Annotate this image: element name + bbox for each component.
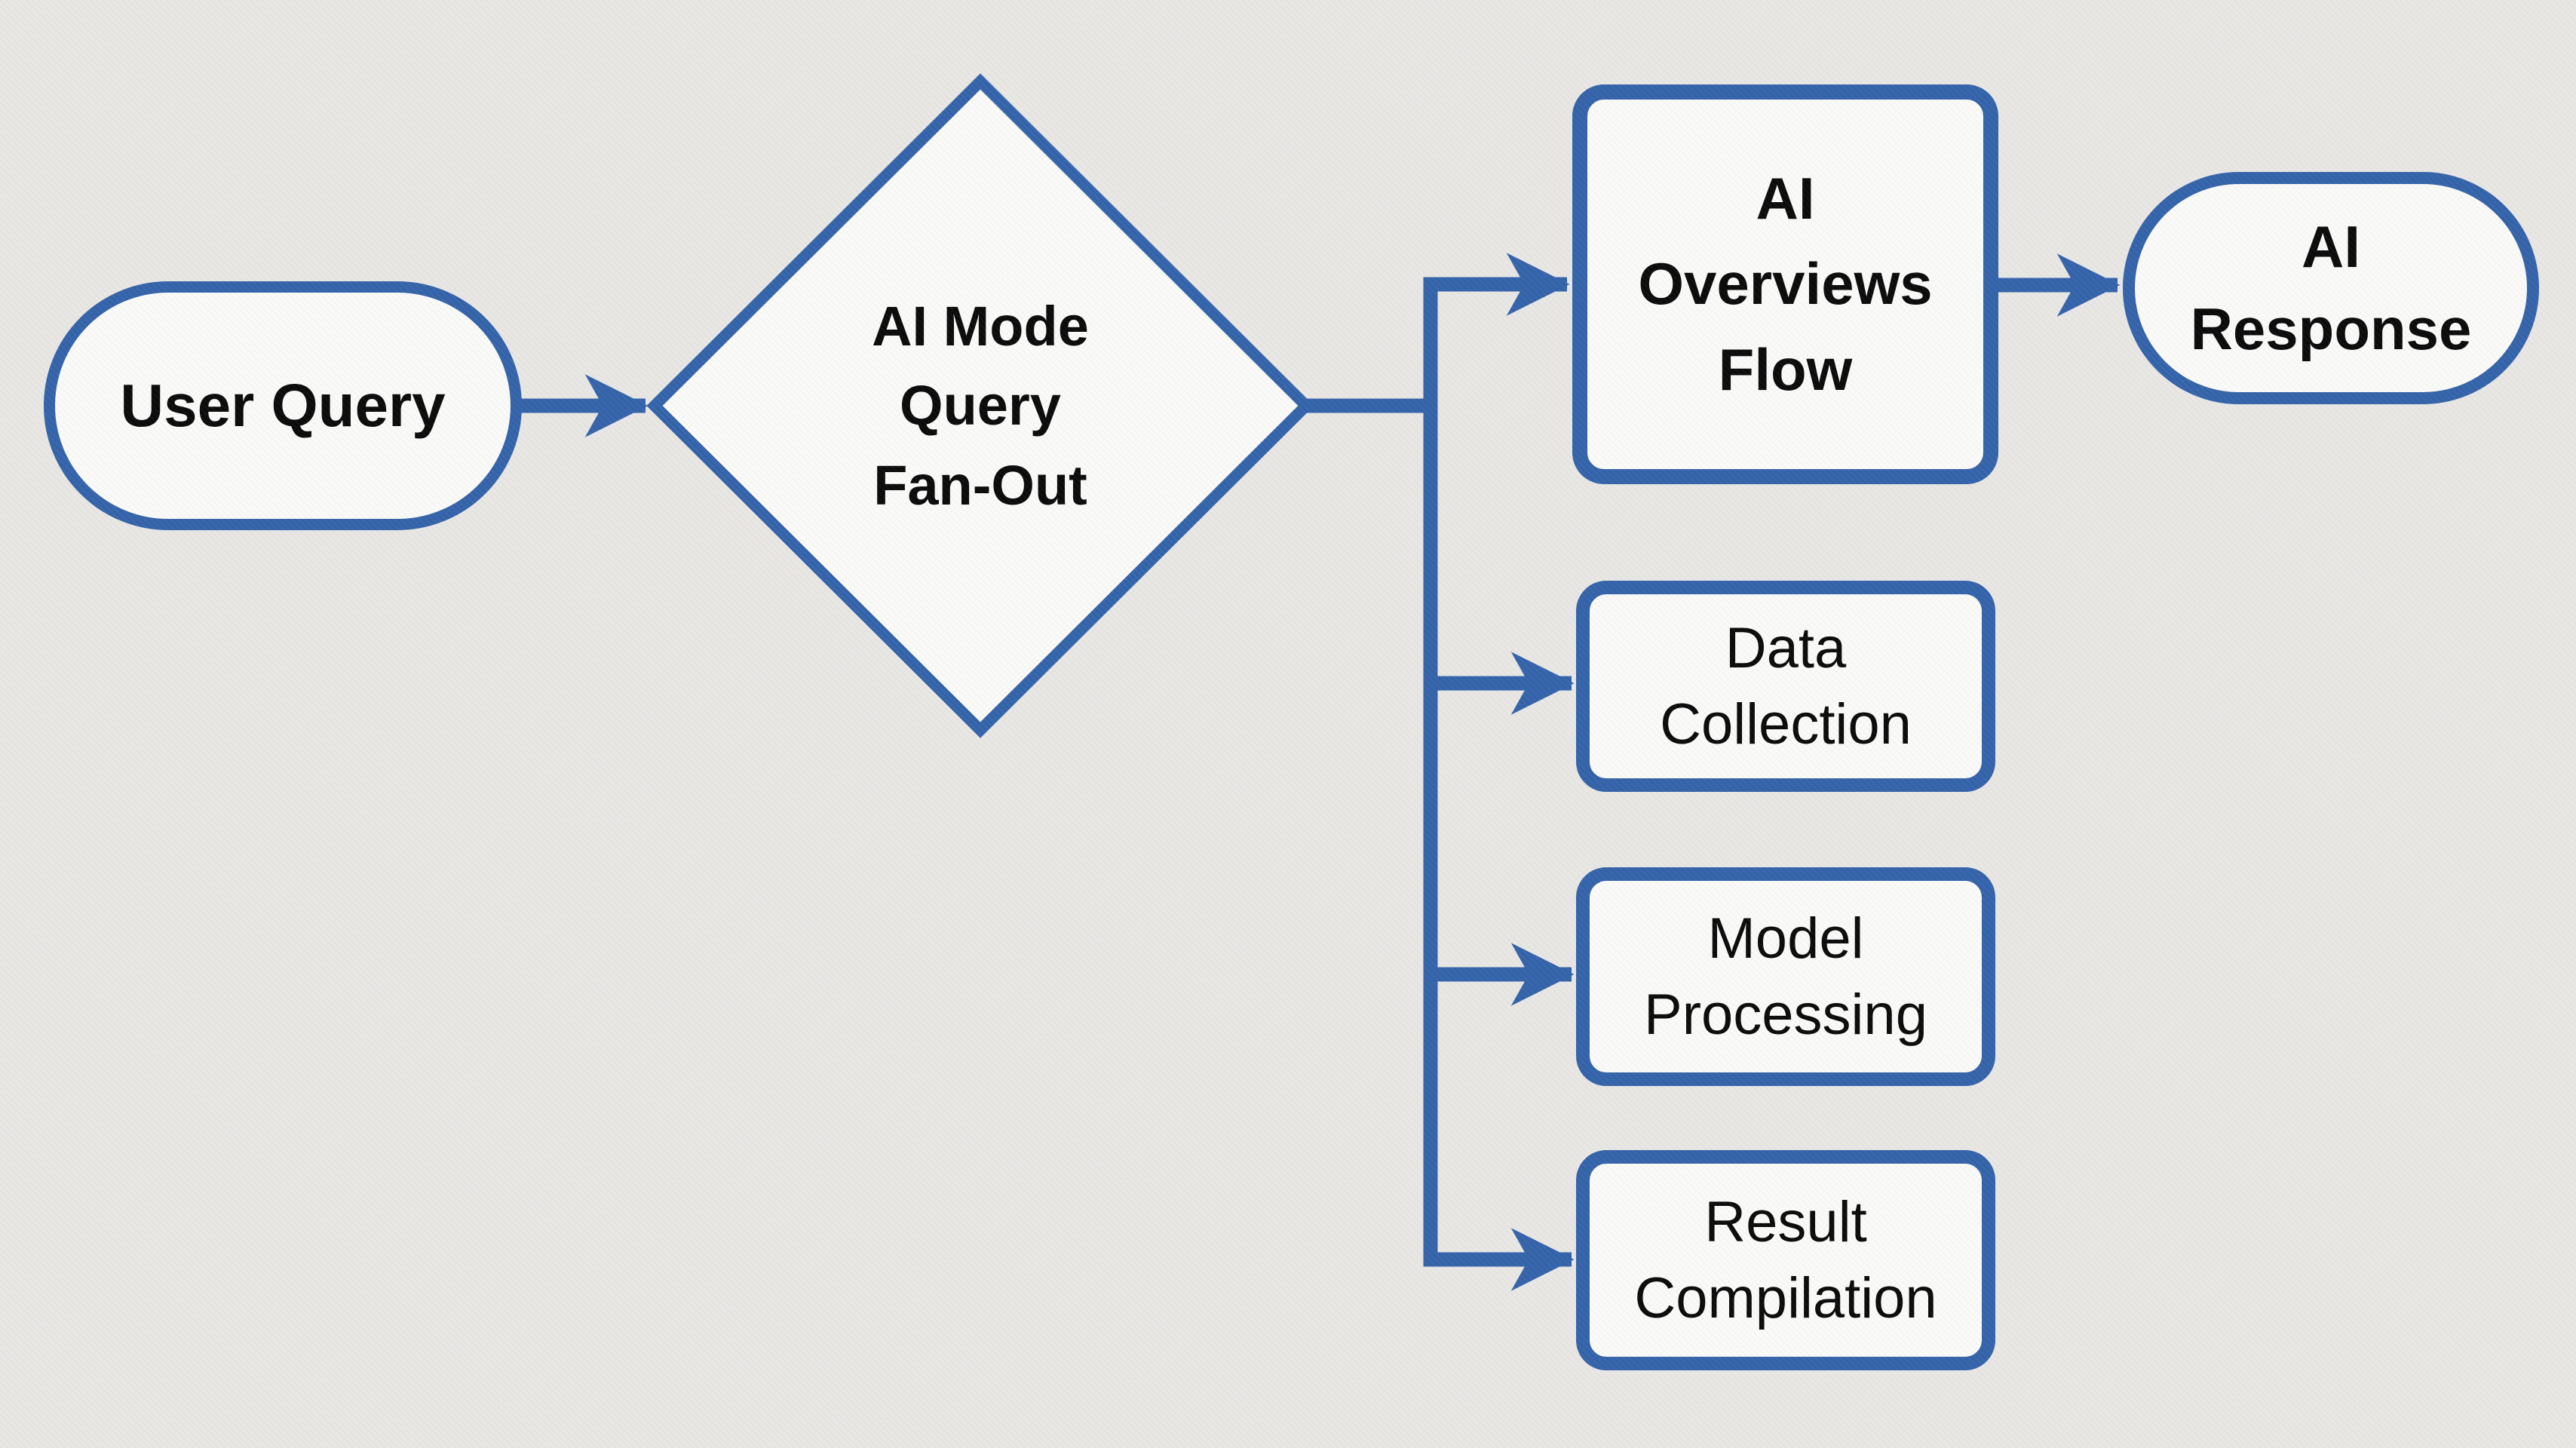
node-ai-overviews-flow: AI Overviews Flow xyxy=(1572,84,1998,484)
node-fanout-label: AI Mode Query Fan-Out xyxy=(872,295,1089,517)
node-user-query-label: User Query xyxy=(120,372,446,439)
node-user-query: User Query xyxy=(44,281,522,530)
node-ai-overviews-flow-label: AI Overviews Flow xyxy=(1638,165,1933,403)
node-fanout-diamond-shape xyxy=(646,73,1314,738)
node-result-compilation-label: Result Compilation xyxy=(1634,1189,1937,1330)
node-result-compilation: Result Compilation xyxy=(1576,1150,1995,1370)
node-data-collection-label: Data Collection xyxy=(1660,615,1912,756)
node-ai-response-label: AI Response xyxy=(2190,213,2472,362)
node-fanout-diamond: AI Mode Query Fan-Out xyxy=(754,262,1207,549)
node-model-processing-label: Model Processing xyxy=(1644,906,1927,1047)
node-model-processing: Model Processing xyxy=(1576,867,1995,1086)
node-data-collection: Data Collection xyxy=(1576,581,1995,792)
node-ai-response: AI Response xyxy=(2123,172,2539,404)
